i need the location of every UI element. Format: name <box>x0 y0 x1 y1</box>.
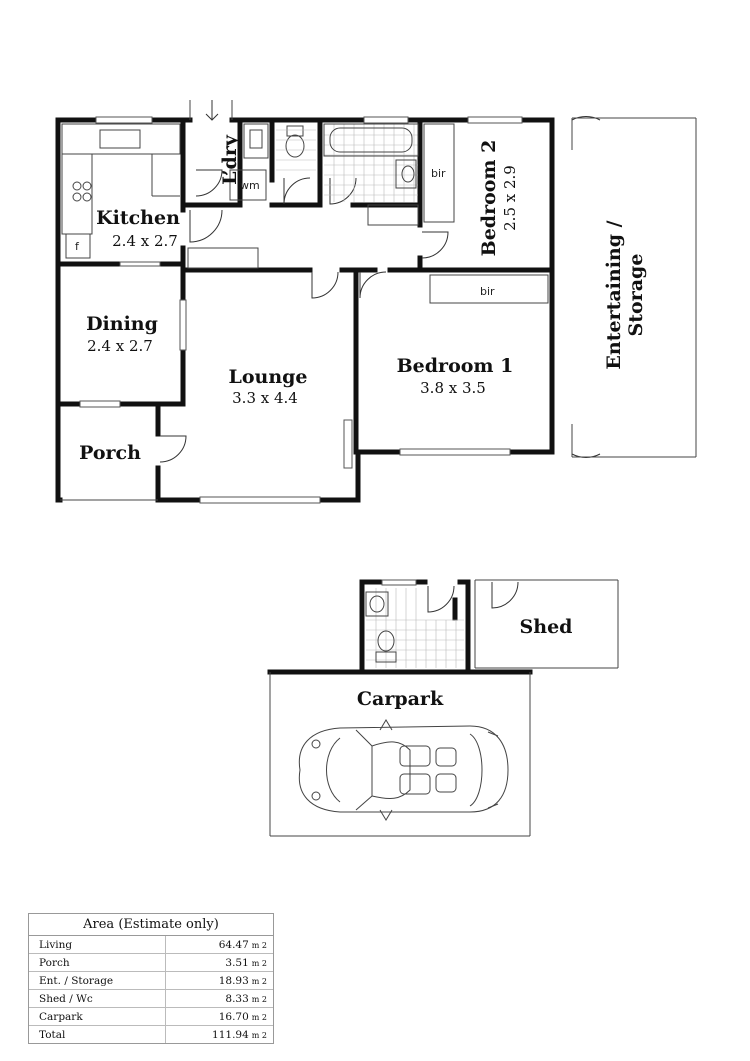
entertaining-outline <box>571 117 697 458</box>
wc-fixtures <box>276 125 316 171</box>
area-row-label: Shed / Wc <box>29 990 166 1007</box>
porch-label: Porch <box>79 442 141 464</box>
linen-cupboard <box>187 247 259 269</box>
entertaining-label-line1: Entertaining / <box>603 220 625 369</box>
dining-dims: 2.4 x 2.7 <box>87 337 153 355</box>
area-row-label: Total <box>29 1026 166 1043</box>
carpark-outline <box>269 672 531 837</box>
bedroom1-label: Bedroom 1 <box>397 355 514 377</box>
car-icon <box>298 719 509 821</box>
area-unit: m 2 <box>251 940 267 950</box>
carpark-label: Carpark <box>357 688 444 710</box>
bathroom-fixtures <box>323 123 419 226</box>
bedroom1-robe-label: bir <box>480 285 495 298</box>
bedroom2-robe-label: bir <box>431 167 446 180</box>
area-row-value: 64.47 <box>218 938 249 951</box>
bedroom2-label: Bedroom 2 <box>478 140 500 257</box>
area-row-value: 18.93 <box>218 974 249 987</box>
lounge-dims: 3.3 x 4.4 <box>232 389 298 407</box>
area-row-value: 8.33 <box>225 992 249 1005</box>
fridge-label: f <box>75 240 80 253</box>
washing-machine-label: wm <box>240 179 260 192</box>
laundry-label: L’dry <box>219 134 241 185</box>
kitchen-label: Kitchen <box>96 207 180 229</box>
area-unit: m 2 <box>251 958 267 968</box>
kitchen-fixtures: f <box>61 123 181 259</box>
bedroom1-dims: 3.8 x 3.5 <box>420 379 486 397</box>
area-row-label: Carpark <box>29 1008 166 1025</box>
entertaining-label-line2: Storage <box>625 254 647 337</box>
windows <box>79 116 523 504</box>
lounge-label: Lounge <box>228 366 307 388</box>
kitchen-dims: 2.4 x 2.7 <box>112 232 178 250</box>
outbuilding-walls <box>267 579 533 675</box>
area-row-value: 16.70 <box>218 1010 249 1023</box>
area-row-label: Ent. / Storage <box>29 972 166 989</box>
area-unit: m 2 <box>251 1030 267 1040</box>
robes: bir bir <box>423 123 549 304</box>
shed-outline <box>474 579 619 669</box>
shed-label: Shed <box>520 616 573 638</box>
wc-window <box>381 579 417 586</box>
bedroom2-dims: 2.5 x 2.9 <box>501 165 519 231</box>
doors <box>159 100 601 463</box>
shed-wc-fixtures <box>365 588 464 668</box>
wc-door <box>427 585 455 613</box>
area-unit: m 2 <box>251 1012 267 1022</box>
laundry-fixtures: wm <box>229 123 269 201</box>
area-row-value: 111.94 <box>212 1028 249 1041</box>
area-unit: m 2 <box>251 976 267 986</box>
area-row-label: Living <box>29 936 166 953</box>
area-row-label: Porch <box>29 954 166 971</box>
area-table-title: Area (Estimate only) <box>29 914 273 936</box>
area-unit: m 2 <box>251 994 267 1004</box>
area-row-value: 3.51 <box>225 956 249 969</box>
dining-label: Dining <box>86 313 158 335</box>
